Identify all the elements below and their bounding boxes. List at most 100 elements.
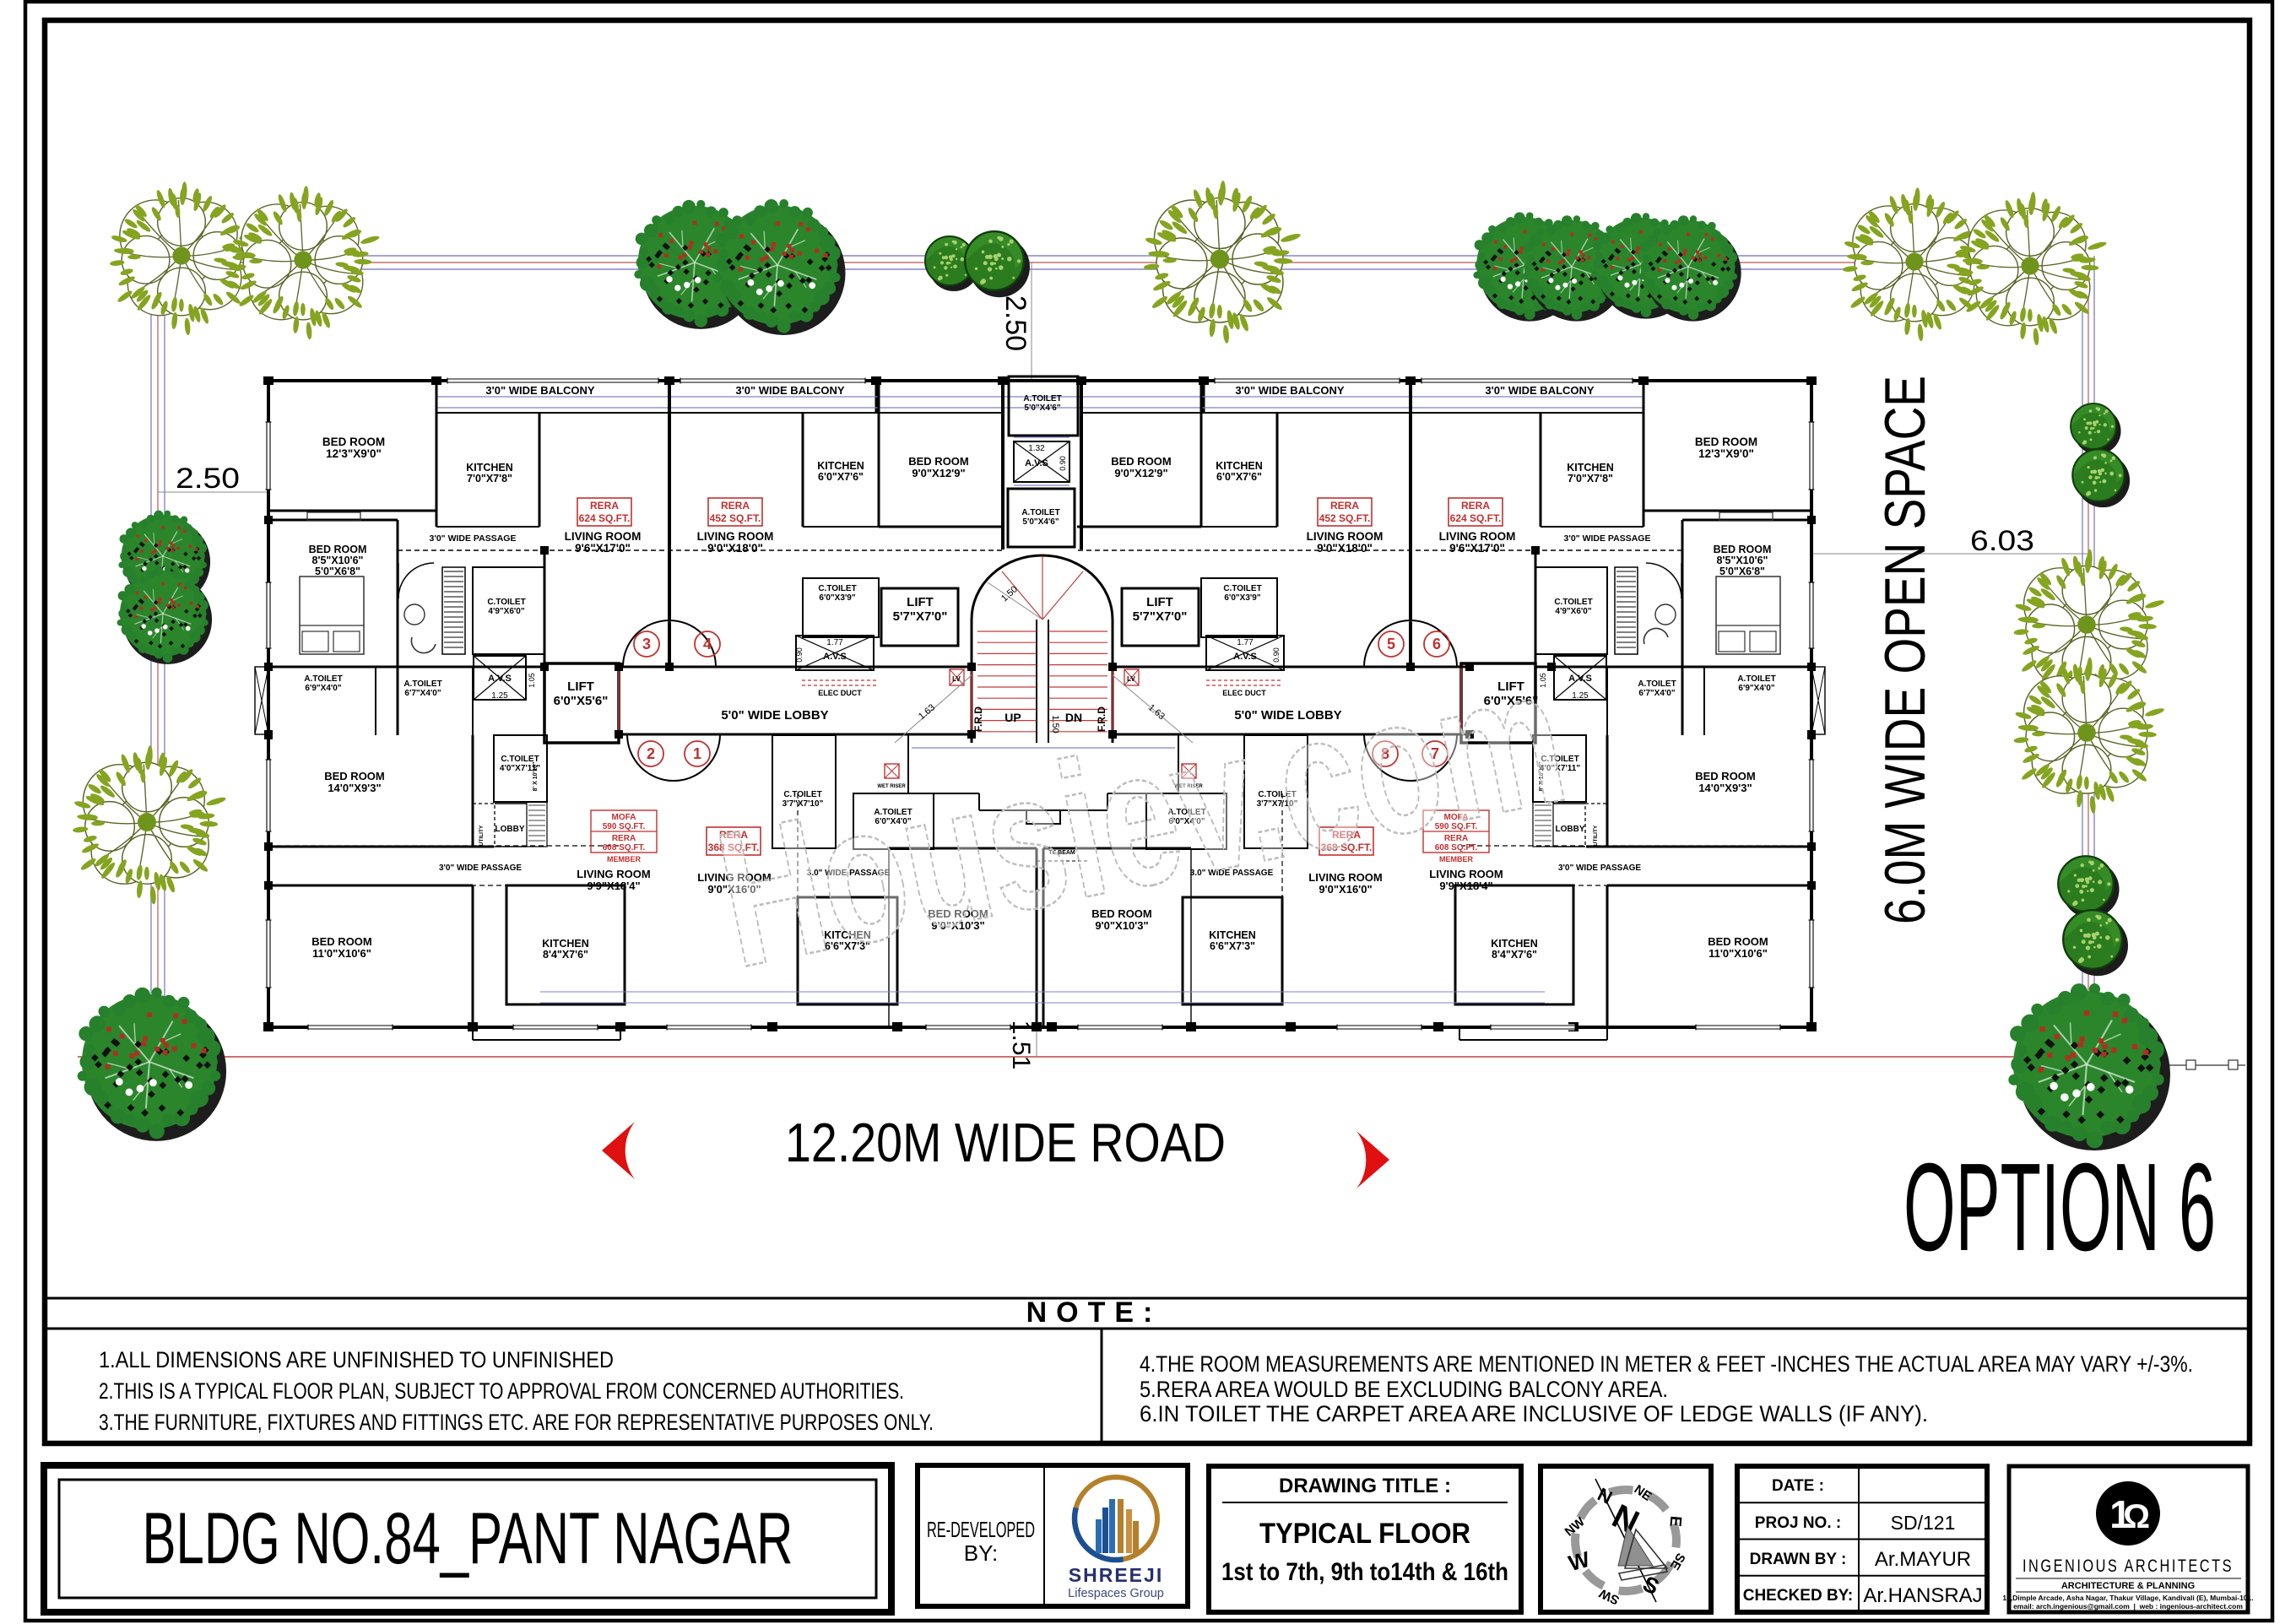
svg-text:KITCHEN: KITCHEN (1491, 938, 1538, 950)
svg-text:A.V.S: A.V.S (1568, 674, 1592, 684)
svg-text:BED ROOM: BED ROOM (1708, 935, 1768, 948)
svg-text:6'6"X7'3": 6'6"X7'3" (825, 940, 870, 952)
svg-text:1.ALL DIMENSIONS ARE UNFINISHE: 1.ALL DIMENSIONS ARE UNFINISHED TO UNFIN… (99, 1347, 614, 1372)
svg-text:BY:: BY: (964, 1540, 998, 1566)
svg-text:4.THE ROOM MEASUREMENTS ARE ME: 4.THE ROOM MEASUREMENTS ARE MENTIONED IN… (1140, 1351, 2193, 1377)
svg-text:1: 1 (2109, 1492, 2131, 1536)
svg-text:LIVING ROOM: LIVING ROOM (577, 868, 650, 880)
svg-text:6'0"X5'6": 6'0"X5'6" (1484, 694, 1539, 708)
svg-text:3'0" WIDE PASSAGE: 3'0" WIDE PASSAGE (439, 863, 522, 873)
svg-text:LIVING ROOM: LIVING ROOM (1429, 868, 1503, 880)
svg-text:9'0"X12'9": 9'0"X12'9" (912, 467, 965, 479)
svg-text:6.03: 6.03 (1970, 525, 2034, 557)
svg-text:LIVING ROOM: LIVING ROOM (1307, 530, 1384, 543)
svg-text:E: E (1665, 1515, 1684, 1527)
svg-text:452 SQ.FT.: 452 SQ.FT. (1319, 512, 1371, 524)
svg-text:Ar.MAYUR: Ar.MAYUR (1875, 1548, 1971, 1571)
svg-text:LIFT: LIFT (1146, 595, 1173, 609)
svg-text:C.TOILET: C.TOILET (501, 755, 539, 764)
svg-text:0.90: 0.90 (1272, 647, 1281, 663)
svg-text:1.25: 1.25 (491, 691, 508, 701)
svg-text:608 SQ.FT.: 608 SQ.FT. (1435, 843, 1478, 853)
svg-text:LIVING ROOM: LIVING ROOM (1308, 871, 1382, 884)
svg-text:MOFA: MOFA (612, 813, 636, 822)
svg-text:9'0"X18'0": 9'0"X18'0" (1317, 542, 1373, 555)
svg-text:LIVING ROOM: LIVING ROOM (565, 530, 642, 543)
svg-text:F.R.D: F.R.D (1096, 706, 1107, 732)
svg-text:4'9"X6'0": 4'9"X6'0" (1555, 607, 1591, 616)
svg-text:2.50: 2.50 (999, 295, 1032, 351)
svg-text:8'4"X7'6": 8'4"X7'6" (543, 949, 588, 961)
svg-text:8'5"X10'6": 8'5"X10'6" (1717, 555, 1768, 566)
svg-text:LIFT: LIFT (567, 679, 594, 694)
svg-text:DRAWING TITLE :: DRAWING TITLE : (1279, 1475, 1451, 1497)
svg-text:2.50: 2.50 (176, 463, 240, 495)
svg-text:8' X 10'10": 8' X 10'10" (1539, 762, 1545, 792)
svg-text:Lifespaces Group: Lifespaces Group (1068, 1587, 1164, 1600)
svg-text:DRAWN BY :: DRAWN BY : (1750, 1551, 1847, 1568)
svg-text:14'0"X9'3": 14'0"X9'3" (328, 782, 381, 794)
svg-text:3'7"X7'10": 3'7"X7'10" (1257, 799, 1298, 809)
svg-text:INGENIOUS ARCHITECTS: INGENIOUS ARCHITECTS (2023, 1556, 2234, 1576)
svg-text:3'7"X7'10": 3'7"X7'10" (782, 799, 824, 809)
svg-text:3: 3 (642, 636, 651, 652)
svg-text:11'0"X10'6": 11'0"X10'6" (1708, 947, 1768, 960)
svg-text:3'0" WIDE BALCONY: 3'0" WIDE BALCONY (735, 384, 844, 397)
svg-text:1.50: 1.50 (1050, 715, 1060, 733)
svg-text:KITCHEN: KITCHEN (1209, 929, 1256, 941)
svg-text:C.TOILET: C.TOILET (1541, 755, 1578, 764)
svg-text:UP: UP (1004, 711, 1021, 724)
svg-text:9'9"X18'4": 9'9"X18'4" (587, 880, 640, 892)
svg-text:BED ROOM: BED ROOM (309, 544, 367, 555)
svg-text:6.IN TOILET THE CARPET AREA AR: 6.IN TOILET THE CARPET AREA ARE INCLUSIV… (1140, 1401, 1928, 1426)
svg-text:14'0"X9'3": 14'0"X9'3" (1698, 782, 1752, 794)
svg-text:8: 8 (1381, 745, 1389, 762)
svg-text:KITCHEN: KITCHEN (1216, 460, 1263, 472)
svg-text:5'0"X6'8": 5'0"X6'8" (1719, 566, 1765, 577)
svg-text:A.V.S: A.V.S (488, 674, 512, 684)
svg-text:WET RISER: WET RISER (877, 784, 906, 789)
svg-text:3.0" WIDE PASSAGE: 3.0" WIDE PASSAGE (807, 869, 891, 878)
svg-text:A.V.S: A.V.S (823, 652, 847, 662)
svg-text:BED ROOM: BED ROOM (928, 907, 988, 920)
svg-text:11'0"X10'6": 11'0"X10'6" (312, 947, 371, 960)
svg-text:6'7"X4'0": 6'7"X4'0" (1638, 689, 1675, 698)
svg-text:6'0"X5'6": 6'0"X5'6" (554, 694, 609, 708)
svg-text:F.R.D: F.R.D (972, 706, 984, 732)
svg-text:4'0"X7'11": 4'0"X7'11" (500, 764, 540, 773)
svg-text:TYPICAL FLOOR: TYPICAL FLOOR (1259, 1518, 1470, 1550)
svg-text:LIFT: LIFT (907, 595, 934, 609)
svg-text:608 SQ.FT.: 608 SQ.FT. (603, 843, 646, 853)
svg-text:368 SQ.FT.: 368 SQ.FT. (708, 842, 760, 853)
svg-text:9'0"X10'3": 9'0"X10'3" (931, 919, 984, 932)
svg-text:6'0"X7'6": 6'0"X7'6" (818, 471, 864, 483)
svg-text:9'0"X12'9": 9'0"X12'9" (1114, 467, 1167, 479)
svg-text:624 SQ.FT.: 624 SQ.FT. (1450, 512, 1502, 524)
svg-text:9'6"X17'0": 9'6"X17'0" (575, 542, 631, 555)
svg-text:7'0"X7'8": 7'0"X7'8" (1568, 473, 1613, 484)
svg-text:LOBBY: LOBBY (1556, 825, 1585, 834)
svg-text:1.32: 1.32 (1028, 444, 1045, 453)
svg-text:BED ROOM: BED ROOM (1111, 455, 1172, 468)
svg-text:ELEC DUCT: ELEC DUCT (818, 689, 862, 697)
svg-text:6'0"X4'0": 6'0"X4'0" (1168, 817, 1205, 826)
svg-text:3'0" WIDE PASSAGE: 3'0" WIDE PASSAGE (1564, 533, 1651, 544)
svg-text:A.V.S: A.V.S (1025, 458, 1048, 468)
svg-text:7: 7 (1431, 745, 1439, 762)
svg-text:RERA: RERA (1444, 834, 1468, 843)
svg-text:KITCHEN: KITCHEN (466, 462, 513, 474)
svg-text:LV: LV (1127, 675, 1135, 683)
svg-text:5'7"X7'0": 5'7"X7'0" (1133, 609, 1188, 624)
svg-text:Ω: Ω (2123, 1498, 2150, 1535)
svg-text:3'0" WIDE PASSAGE: 3'0" WIDE PASSAGE (430, 533, 517, 544)
svg-text:LOBBY: LOBBY (495, 825, 525, 834)
svg-text:email: arch.ingenious@gmail.co: email: arch.ingenious@gmail.com | web : … (2013, 1602, 2243, 1610)
svg-text:KITCHEN: KITCHEN (542, 938, 589, 950)
svg-text:RERA: RERA (612, 834, 636, 843)
svg-text:UTILITY: UTILITY (1593, 825, 1599, 846)
svg-text:3'0" WIDE BALCONY: 3'0" WIDE BALCONY (1485, 384, 1594, 397)
svg-text:6'0"X4'0": 6'0"X4'0" (875, 817, 911, 826)
svg-text:1.05: 1.05 (1539, 673, 1547, 688)
svg-text:BED ROOM: BED ROOM (1714, 544, 1772, 555)
svg-text:RERA: RERA (1461, 500, 1490, 512)
